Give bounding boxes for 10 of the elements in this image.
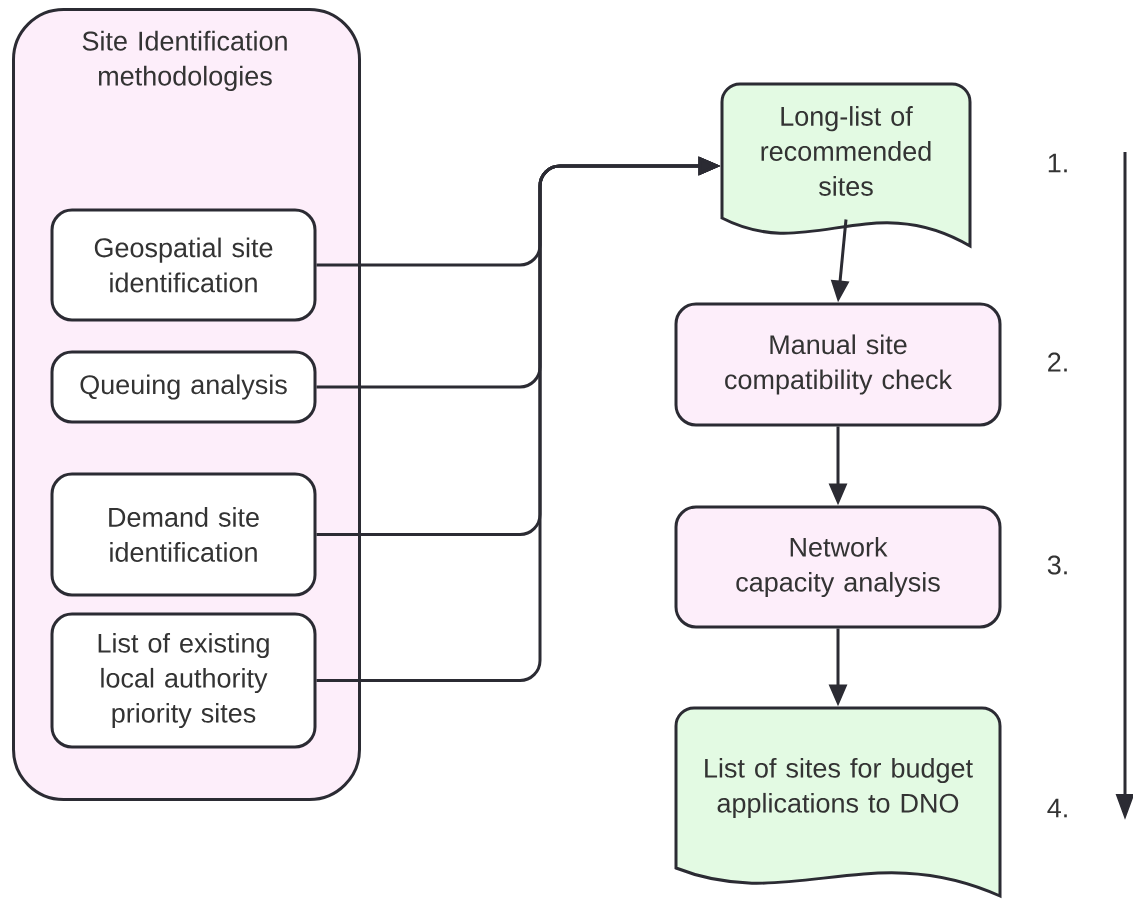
process-box: Queuing analysis: [50, 350, 317, 424]
step-number: 4.: [1047, 798, 1067, 818]
step-number: 3.: [1047, 555, 1067, 575]
process-box: Network capacity analysis: [674, 505, 1002, 629]
process-box: List of existing local authority priority sites: [50, 612, 317, 749]
step-number: 2.: [1048, 352, 1067, 372]
process-box: Manual site compatibility check: [674, 302, 1002, 427]
process-box: Demand site identification: [50, 472, 317, 597]
process-box: Geospatial site identification: [50, 208, 317, 322]
step-number: 1.: [1048, 153, 1067, 173]
